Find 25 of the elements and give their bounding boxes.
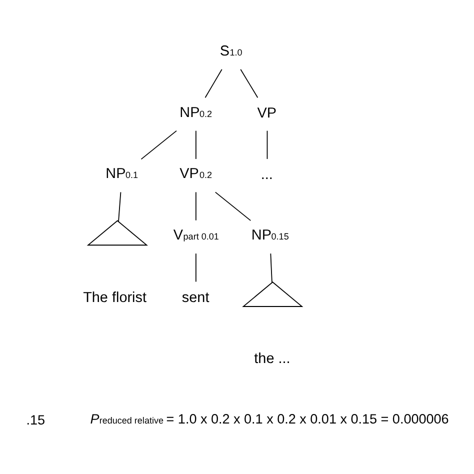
node-text: the ... <box>254 351 290 368</box>
node-text: S1.0 <box>220 43 242 60</box>
node-text: VP <box>257 106 277 122</box>
node-text: Vpart 0.01 <box>173 228 219 244</box>
connector <box>266 130 268 160</box>
label: Preduced relative = 1.0 x 0.2 x 0.1 x 0.2 x 0.01 x 0.15 = 0.000006 <box>90 411 449 426</box>
node-text: VP0.2 <box>180 166 212 182</box>
node-text: NP0.1 <box>106 166 138 182</box>
connector <box>195 130 196 160</box>
node-text: ... <box>260 167 273 184</box>
connector <box>270 253 272 283</box>
node-triangle <box>86 220 148 246</box>
node-text: NP0.15 <box>251 228 289 244</box>
node-triangle <box>242 282 304 307</box>
connector <box>204 68 222 98</box>
connector <box>195 253 196 282</box>
connector <box>140 130 177 160</box>
connector <box>118 192 122 222</box>
connector <box>195 192 196 221</box>
node-text: sent <box>182 290 210 306</box>
connector <box>214 192 252 221</box>
node-text: The florist <box>83 290 146 306</box>
connector <box>240 68 258 98</box>
node-text: NP0.2 <box>180 104 212 121</box>
label: .15 <box>26 412 46 428</box>
